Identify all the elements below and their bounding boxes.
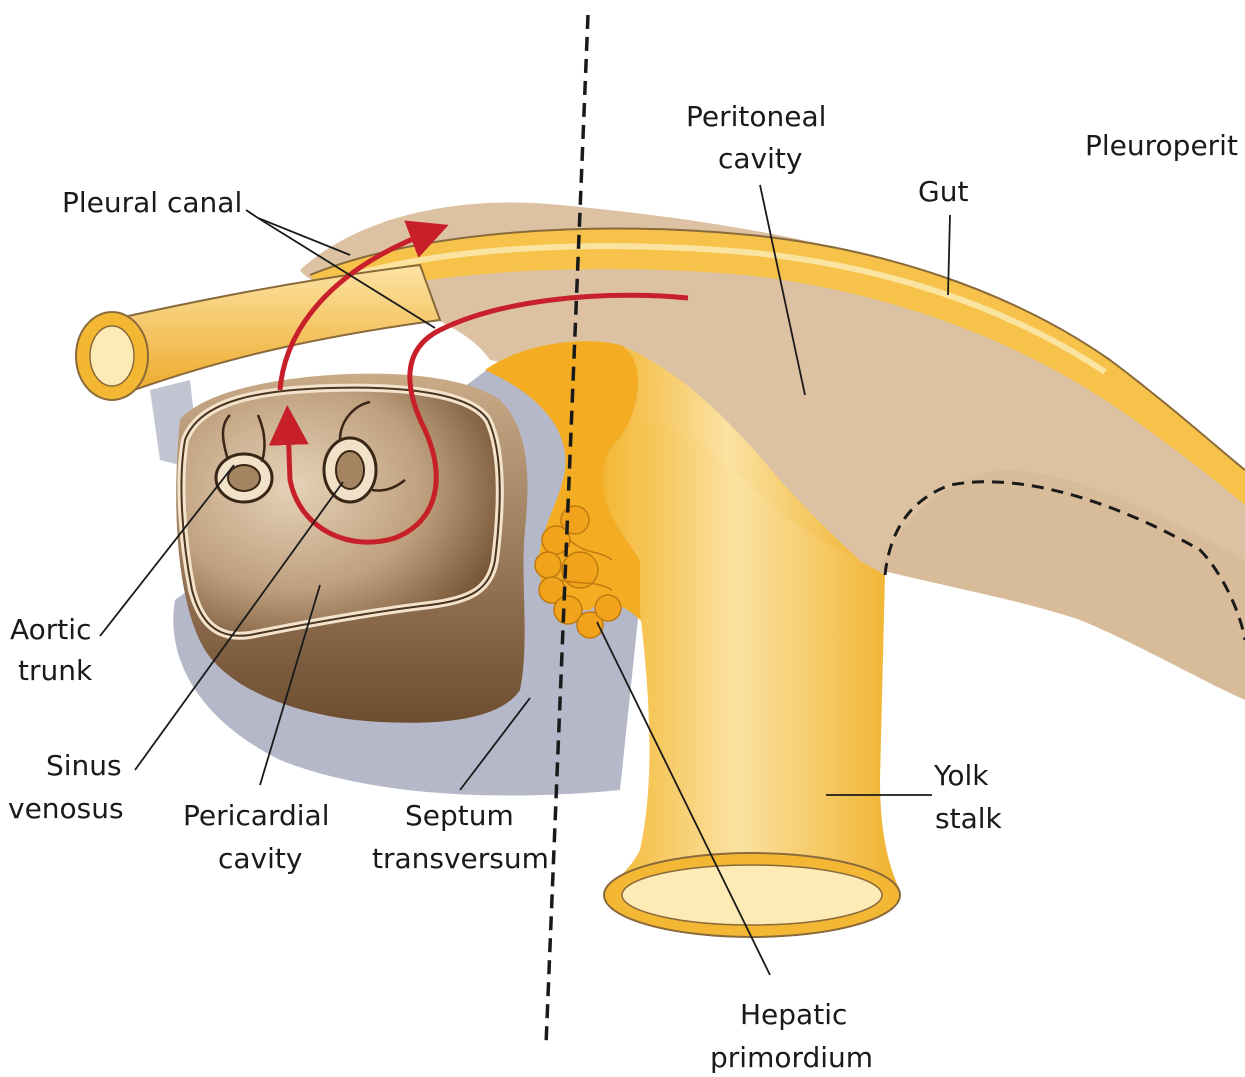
label-pericardial-cavity-line2: cavity [218, 842, 302, 875]
label-sinus-venosus-line2: venosus [8, 792, 124, 825]
label-hepatic-primordium-line2: primordium [710, 1041, 873, 1074]
label-pleuroperit: Pleuroperit [1085, 129, 1238, 162]
label-sinus-venosus-line1: Sinus [46, 749, 122, 782]
label-aortic-trunk-line1: Aortic [10, 613, 91, 646]
label-peritoneal-cavity-line2: cavity [718, 142, 802, 175]
label-hepatic-primordium-line1: Hepatic [740, 998, 847, 1031]
pericardial-cavity-shape [181, 388, 499, 636]
label-gut: Gut [918, 175, 968, 208]
label-yolk-stalk-line1: Yolk [933, 759, 989, 792]
yolk-stalk-lumen [622, 865, 882, 925]
left-tube-lumen [90, 326, 134, 386]
label-pericardial-cavity-line1: Pericardial [183, 799, 329, 832]
label-yolk-stalk-line2: stalk [935, 802, 1003, 835]
label-pleural-canal: Pleural canal [62, 186, 242, 219]
label-peritoneal-cavity-line1: Peritoneal [686, 100, 826, 133]
label-septum-transversum-line1: Septum [405, 799, 514, 832]
label-septum-transversum-line2: transversum [372, 842, 549, 875]
label-aortic-trunk-line2: trunk [18, 654, 93, 687]
